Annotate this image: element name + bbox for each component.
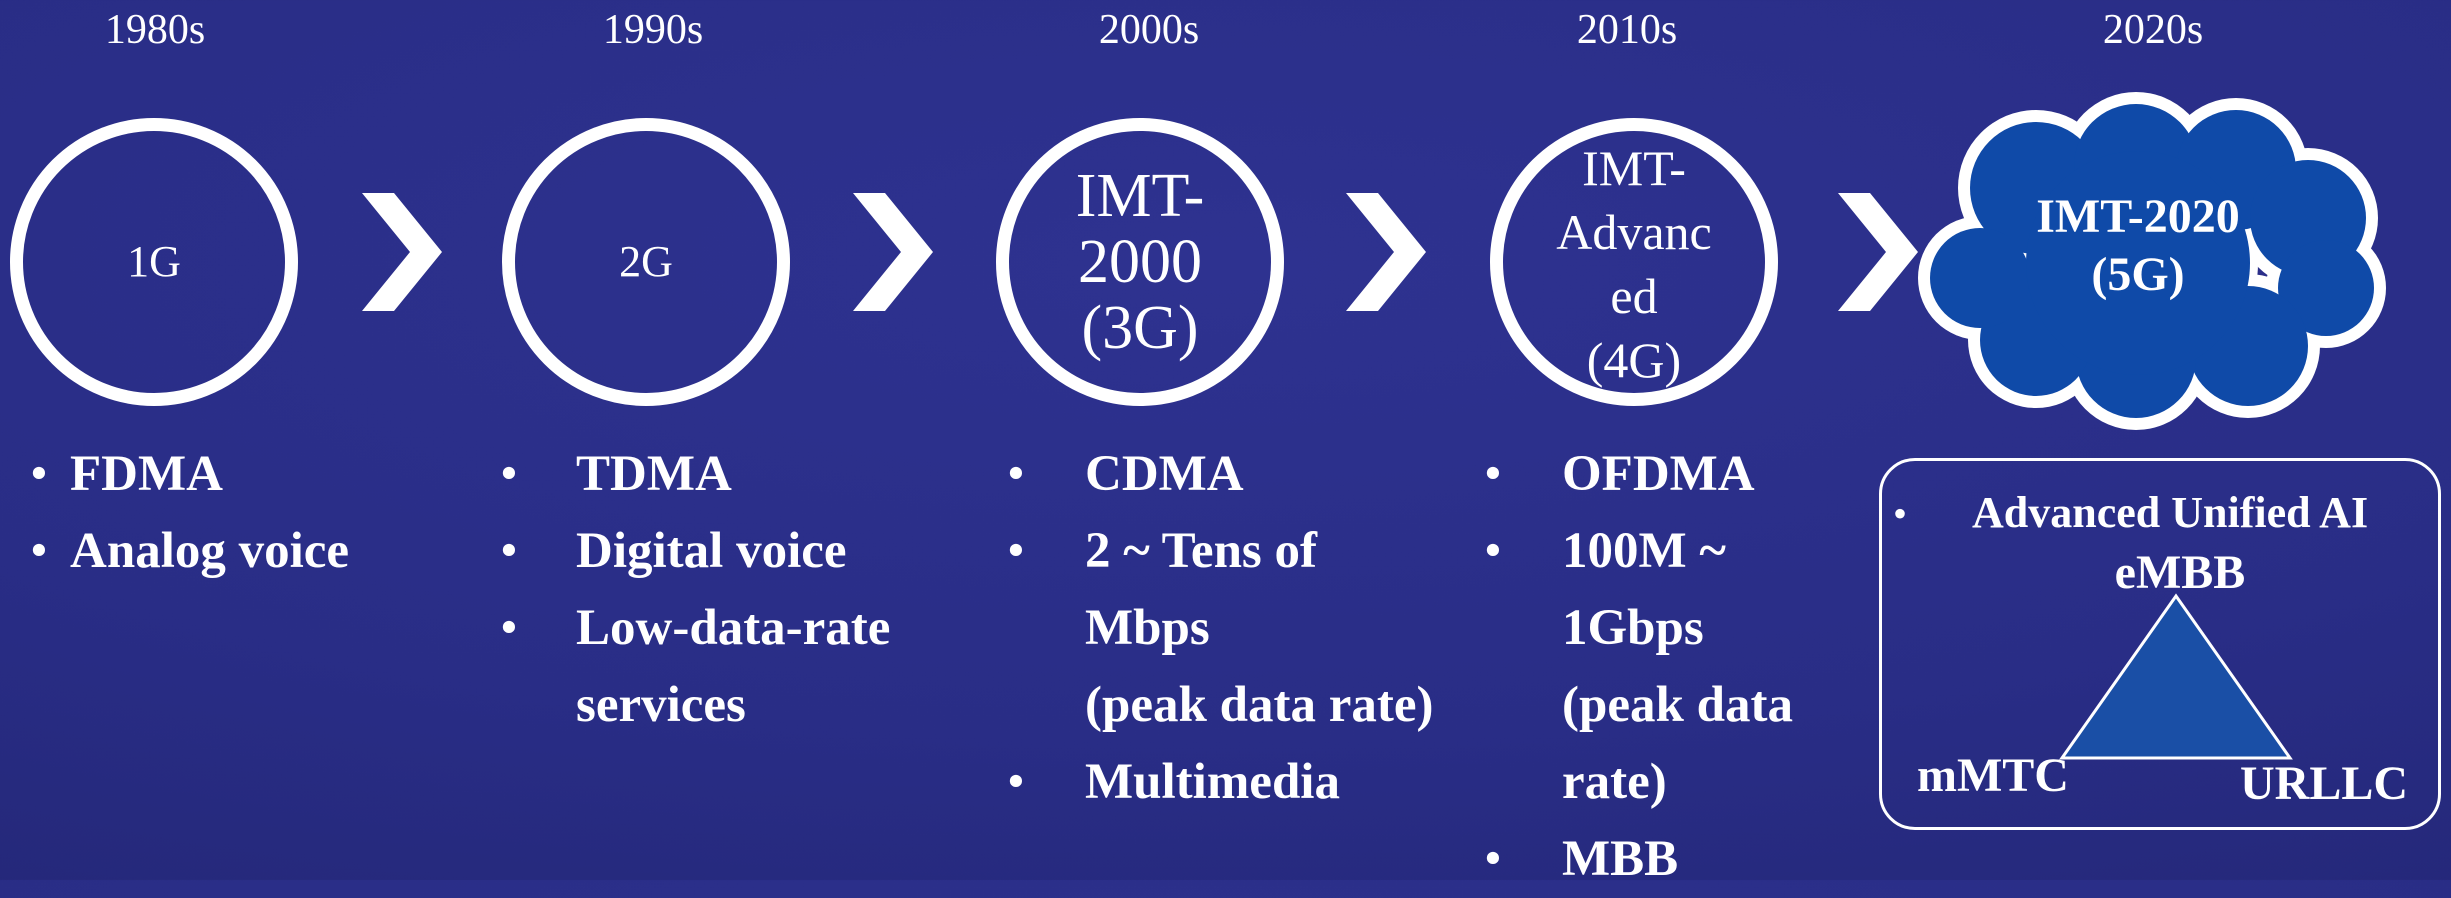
bullet-icon: • xyxy=(500,523,518,579)
generation-4g-features: • OFDMA • 100M ~ 1Gbps (peak data rate) • M… xyxy=(1484,436,1793,898)
bullet-icon: • xyxy=(500,600,518,656)
five-g-box-bullet: Advanced Unified AI xyxy=(1972,488,2369,537)
list-item: • TDMA xyxy=(500,436,890,513)
list-item: • CDMA xyxy=(1007,436,1433,513)
decade-1990s: 1990s xyxy=(602,7,704,53)
feature-text: MBB xyxy=(1562,831,1679,887)
generation-1g-circle: 1G xyxy=(10,118,298,406)
chevron-right-icon xyxy=(1346,193,1426,311)
list-item: • FDMA xyxy=(30,436,349,513)
feature-text: (peak data rate) xyxy=(1085,677,1434,733)
bullet-icon: • xyxy=(1484,446,1502,502)
list-item: • Digital voice xyxy=(500,513,890,590)
chevron-right-icon xyxy=(853,193,933,311)
cloud-shape xyxy=(1918,92,2386,430)
generation-4g-circle: IMT- Advanc ed (4G) xyxy=(1490,118,1778,406)
generation-3g-features: • CDMA • 2 ~ Tens of Mbps (peak data rate)… xyxy=(1007,436,1433,821)
feature-text: Multimedia xyxy=(1085,754,1340,810)
feature-text: Low-data-rate xyxy=(576,600,891,656)
feature-text: OFDMA xyxy=(1562,446,1755,502)
feature-text: 100M ~ xyxy=(1562,523,1726,579)
generation-3g-label-line: IMT- xyxy=(1075,162,1205,230)
list-item: rate) xyxy=(1484,744,1793,821)
list-item: (peak data rate) xyxy=(1007,667,1433,744)
generation-1g-label: 1G xyxy=(127,237,181,286)
list-item: Mbps xyxy=(1007,590,1433,667)
generation-4g-label-line: Advanc xyxy=(1556,204,1712,260)
bullet-icon: • xyxy=(1484,523,1502,579)
list-item: • Multimedia xyxy=(1007,744,1433,821)
usage-scenario-triangle xyxy=(2059,593,2293,760)
cloud-label-line: (5G) xyxy=(2091,248,2185,301)
bullet-icon: • xyxy=(30,523,48,579)
list-item: (peak data xyxy=(1484,667,1793,744)
bullet-icon: • xyxy=(500,446,518,502)
bullet-icon: • xyxy=(1007,754,1025,810)
list-item: 1Gbps xyxy=(1484,590,1793,667)
list-item: • OFDMA xyxy=(1484,436,1793,513)
generation-4g-label: IMT- Advanc ed (4G) xyxy=(1556,136,1712,392)
decade-2020s: 2020s xyxy=(2102,7,2204,53)
decade-2000s: 2000s xyxy=(1098,7,1200,53)
decade-1980s: 1980s xyxy=(104,7,206,53)
list-item: • Low-data-rate xyxy=(500,590,890,667)
feature-text: (peak data xyxy=(1562,677,1793,733)
generation-4g-label-line: IMT- xyxy=(1582,140,1686,196)
feature-text: services xyxy=(576,677,746,733)
generation-3g-label-line: 2000 xyxy=(1077,228,1202,296)
decade-2010s: 2010s xyxy=(1576,7,1678,53)
feature-text: rate) xyxy=(1562,754,1667,810)
list-item: • 100M ~ xyxy=(1484,513,1793,590)
list-item: services xyxy=(500,667,890,744)
bullet-icon: • xyxy=(1484,831,1502,887)
cloud-label: IMT-2020 (5G) xyxy=(1988,188,2288,304)
generation-3g-label: IMT- 2000 (3G) xyxy=(1076,163,1205,361)
generation-4g-label-line: ed xyxy=(1610,268,1658,324)
bullet-icon: • xyxy=(1893,491,1908,536)
feature-text: Analog voice xyxy=(70,523,350,579)
feature-text: FDMA xyxy=(70,446,223,502)
feature-text: Digital voice xyxy=(576,523,847,579)
feature-text: CDMA xyxy=(1085,446,1244,502)
mmtc-label: mMTC xyxy=(1917,749,2069,802)
list-item: • 2 ~ Tens of xyxy=(1007,513,1433,590)
cloud-label-line: IMT-2020 xyxy=(2036,190,2240,243)
bullet-icon: • xyxy=(30,446,48,502)
generation-2g-label: 2G xyxy=(619,237,673,286)
feature-text: TDMA xyxy=(576,446,732,502)
generation-3g-label-line: (3G) xyxy=(1081,294,1199,362)
generation-4g-label-line: (4G) xyxy=(1586,332,1682,388)
chevron-right-icon xyxy=(362,193,442,311)
feature-text: 2 ~ Tens of xyxy=(1085,523,1318,579)
generation-1g-features: • FDMA • Analog voice xyxy=(30,436,349,590)
generation-2g-features: • TDMA • Digital voice • Low-data-rate serv… xyxy=(500,436,890,744)
urllc-label: URLLC xyxy=(2240,757,2409,810)
list-item: • Analog voice xyxy=(30,513,349,590)
chevron-right-icon xyxy=(1838,193,1918,311)
feature-text: 1Gbps xyxy=(1562,600,1704,656)
generation-3g-circle: IMT- 2000 (3G) xyxy=(996,118,1284,406)
embb-label: eMBB xyxy=(2114,546,2246,599)
generation-2g-circle: 2G xyxy=(502,118,790,406)
list-item: • MBB xyxy=(1484,821,1793,898)
five-g-box xyxy=(1879,458,2441,830)
feature-text: Mbps xyxy=(1085,600,1210,656)
bullet-icon: • xyxy=(1007,446,1025,502)
bullet-icon: • xyxy=(1007,523,1025,579)
